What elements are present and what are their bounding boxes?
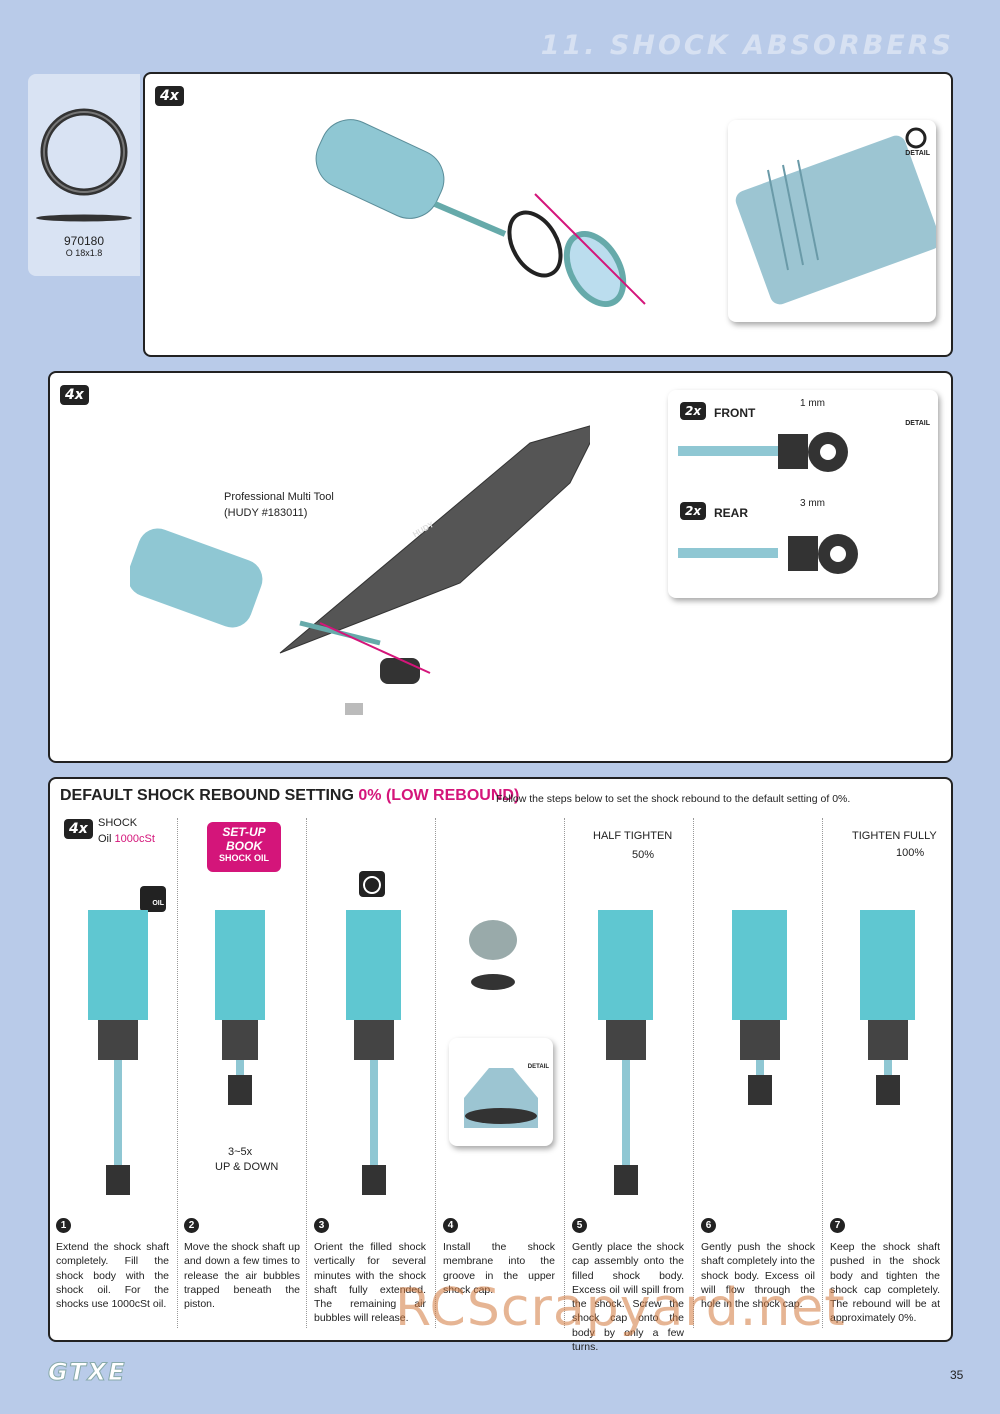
oil-icon: OIL	[140, 886, 166, 912]
step-number: 1	[56, 1218, 71, 1233]
detail-cap-drawing	[735, 127, 941, 305]
step-number: 3	[314, 1218, 329, 1233]
tool-label: Professional Multi Tool	[224, 491, 334, 503]
rear-label: REAR	[714, 506, 749, 520]
rear-rod-end-drawing	[678, 534, 858, 574]
detail-view-rod-ends: 2x FRONT 1 mm 2x REAR 3 mm DETAIL	[668, 390, 938, 598]
front-rod-end-drawing	[678, 432, 848, 472]
part-number: 970180	[63, 234, 105, 248]
half-tighten-pct: 50%	[632, 849, 655, 861]
rear-qty: 2x	[680, 502, 707, 520]
column-divider	[435, 818, 436, 1328]
multi-tool-drawing	[130, 425, 590, 715]
rebound-subtitle: Follow the steps below to set the shock …	[496, 793, 851, 805]
oil-value: 1000cSt	[114, 833, 155, 845]
column-divider	[822, 818, 823, 1328]
page-number: 35	[950, 1368, 964, 1382]
step-panel-3: DEFAULT SHOCK REBOUND SETTING 0% (LOW RE…	[48, 777, 953, 1342]
tool-part: (HUDY #183011)	[224, 507, 308, 519]
setup-book-line2: BOOK	[226, 839, 262, 853]
half-tighten-label: HALF TIGHTEN	[593, 830, 673, 842]
rebound-title: DEFAULT SHOCK REBOUND SETTING	[60, 787, 354, 804]
watermark: RCScrapyard.net	[395, 1278, 846, 1338]
membrane-detail-drawing	[464, 1068, 538, 1128]
quantity-badge: 4x	[155, 86, 184, 106]
front-gap: 1 mm	[800, 398, 825, 409]
step-text: Keep the shock shaft pushed in the shock…	[830, 1241, 940, 1325]
quantity-badge: 4x	[64, 819, 93, 839]
step-text: Gently place the shock cap assembly onto…	[572, 1241, 684, 1354]
step-number: 2	[184, 1218, 199, 1233]
brand-logo: GTXE	[48, 1358, 127, 1387]
step-text: Move the shock shaft up and down a few t…	[184, 1241, 300, 1311]
step-text: Orient the filled shock vertically for s…	[314, 1241, 426, 1325]
step-number: 5	[572, 1218, 587, 1233]
detail-label: DETAIL	[527, 1064, 549, 1070]
tighten-fully-label: TIGHTEN FULLY	[852, 830, 937, 842]
part-oring-box: 970180 O 18x1.8	[28, 74, 140, 276]
shock-body-cap-drawing	[315, 119, 646, 308]
setup-book-badge: SET-UP BOOK SHOCK OIL	[207, 822, 281, 872]
part-desc: O 18x1.8	[65, 248, 103, 258]
oil-label: SHOCK	[98, 817, 138, 829]
detail-view-cap: DETAIL	[728, 120, 941, 322]
section-title: 11. SHOCK ABSORBERS	[540, 30, 954, 61]
step-number: 6	[701, 1218, 716, 1233]
front-label: FRONT	[714, 406, 756, 420]
oil-prefix: Oil	[98, 833, 112, 845]
front-qty: 2x	[680, 402, 707, 420]
shock-step-drawings	[88, 910, 915, 1195]
step-text: Install the shock membrane into the groo…	[443, 1241, 555, 1296]
step-panel-1: 4x DETAIL	[143, 72, 953, 357]
step-panel-2: 4x Professional Multi Tool (HUDY #183011…	[48, 371, 953, 763]
quantity-badge: 4x	[60, 385, 89, 405]
oring-icon	[36, 108, 132, 222]
detail-label: DETAIL	[905, 150, 930, 157]
rear-gap: 3 mm	[800, 498, 825, 509]
clock-icon	[359, 871, 385, 897]
step-number: 7	[830, 1218, 845, 1233]
column-divider	[306, 818, 307, 1328]
rebound-value: 0% (LOW REBOUND)	[358, 787, 520, 804]
column-divider	[693, 818, 694, 1328]
step-number: 4	[443, 1218, 458, 1233]
column-divider	[177, 818, 178, 1328]
setup-book-line3: SHOCK OIL	[218, 853, 269, 863]
setup-book-line1: SET-UP	[222, 825, 266, 839]
tighten-fully-pct: 100%	[896, 847, 925, 859]
detail-label: DETAIL	[905, 420, 930, 427]
detail-view-membrane: DETAIL	[449, 1038, 553, 1146]
updown-label: UP & DOWN	[215, 1161, 279, 1173]
column-divider	[564, 818, 565, 1328]
oil-icon-label: OIL	[152, 900, 164, 907]
step-text: Extend the shock shaft completely. Fill …	[56, 1241, 169, 1311]
step-text: Gently push the shock shaft completely i…	[701, 1241, 815, 1311]
updown-count: 3~5x	[228, 1146, 253, 1158]
